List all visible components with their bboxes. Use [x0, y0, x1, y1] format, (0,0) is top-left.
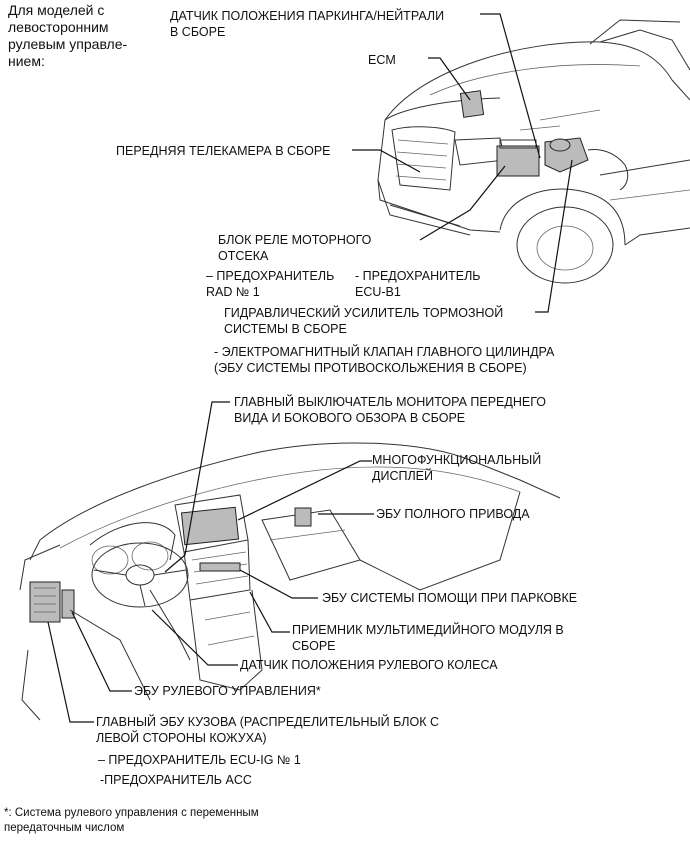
- leader-lines-top: [352, 13, 573, 313]
- label-awd-ecu: ЭБУ ПОЛНОГО ПРИВОДА: [376, 507, 530, 521]
- label-brake-booster: ГИДРАВЛИЧЕСКИЙ УСИЛИТЕЛЬ ТОРМОЗНОЙ СИСТЕ…: [224, 306, 504, 336]
- label-fuse-ecub1: - ПРЕДОХРАНИТЕЛЬ ECU-B1: [355, 269, 481, 299]
- label-monitor-switch: ГЛАВНЫЙ ВЫКЛЮЧАТЕЛЬ МОНИТОРА ПЕРЕДНЕГО В…: [234, 395, 547, 425]
- ecm-unit: [459, 90, 485, 118]
- label-relay-block: БЛОК РЕЛЕ МОТОРНОГО ОТСЕКА: [218, 233, 372, 263]
- awd-ecu-unit: [294, 507, 312, 527]
- label-multi-display: МНОГОФУНКЦИОНАЛЬНЫЙ ДИСПЛЕЙ: [372, 453, 542, 483]
- leader-lines-bottom: [47, 401, 374, 723]
- multimedia-receiver-unit: [199, 562, 241, 572]
- relay-block-unit: [496, 145, 540, 177]
- label-multimedia-receiver: ПРИЕМНИК МУЛЬТИМЕДИЙНОГО МОДУЛЯ В СБОРЕ: [292, 623, 564, 653]
- label-ecm: ECM: [368, 53, 396, 67]
- main-body-ecu-unit: [29, 581, 61, 623]
- label-front-camera: ПЕРЕДНЯЯ ТЕЛЕКАМЕРА В СБОРЕ: [116, 144, 331, 158]
- label-main-body-ecu: ГЛАВНЫЙ ЭБУ КУЗОВА (РАСПРЕДЕЛИТЕЛЬНЫЙ БЛ…: [96, 715, 440, 745]
- label-park-neutral-sensor: ДАТЧИК ПОЛОЖЕНИЯ ПАРКИНГА/НЕЙТРАЛИ В СБО…: [170, 9, 445, 39]
- steering-ecu-unit: [61, 589, 75, 619]
- multi-display-unit: [180, 506, 240, 546]
- label-steering-sensor: ДАТЧИК ПОЛОЖЕНИЯ РУЛЕВОГО КОЛЕСА: [240, 658, 498, 672]
- lhd-models-header: Для моделей с левосторонним рулевым упра…: [8, 2, 128, 69]
- label-fuse-ecuig: – ПРЕДОХРАНИТЕЛЬ ECU-IG № 1: [98, 753, 301, 767]
- label-steering-ecu: ЭБУ РУЛЕВОГО УПРАВЛЕНИЯ*: [134, 684, 321, 698]
- label-parking-assist-ecu: ЭБУ СИСТЕМЫ ПОМОЩИ ПРИ ПАРКОВКЕ: [322, 591, 578, 605]
- dashboard-drawing: [19, 442, 561, 721]
- label-fuse-acc: -ПРЕДОХРАНИТЕЛЬ ACC: [100, 773, 252, 787]
- vehicle-front-drawing: [377, 19, 690, 284]
- label-fuse-rad: – ПРЕДОХРАНИТЕЛЬ RAD № 1: [206, 269, 335, 299]
- label-solenoid-valve: - ЭЛЕКТРОМАГНИТНЫЙ КЛАПАН ГЛАВНОГО ЦИЛИН…: [214, 345, 555, 375]
- footnote: *: Система рулевого управления с перемен…: [4, 807, 259, 834]
